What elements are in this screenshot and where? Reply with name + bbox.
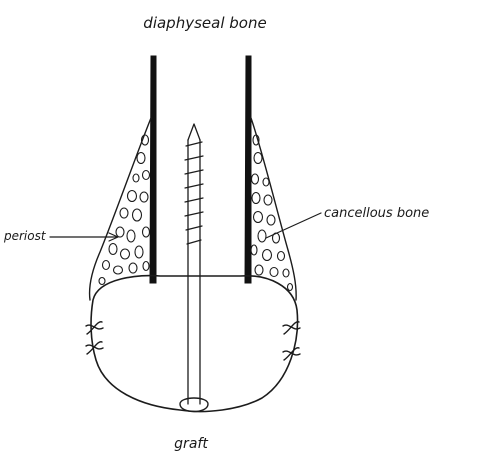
- sutures-left: [86, 322, 103, 354]
- cortex-right: [245, 56, 251, 283]
- screw-tip: [188, 124, 200, 140]
- label-cancellous-bone: cancellous bone: [324, 206, 429, 221]
- screw: [180, 124, 208, 412]
- cortex-left: [150, 56, 156, 283]
- periost-left-outline: [90, 118, 151, 300]
- cancellous-chips-right: [251, 135, 293, 291]
- cancellous-chips-left: [99, 135, 150, 285]
- graft-ellipse: [91, 276, 297, 412]
- label-diaphyseal-bone: diaphyseal bone: [143, 14, 266, 32]
- label-graft: graft: [174, 436, 208, 452]
- label-periost: periost: [3, 229, 47, 243]
- screw-head: [180, 398, 208, 412]
- screw-shaft: [188, 140, 200, 404]
